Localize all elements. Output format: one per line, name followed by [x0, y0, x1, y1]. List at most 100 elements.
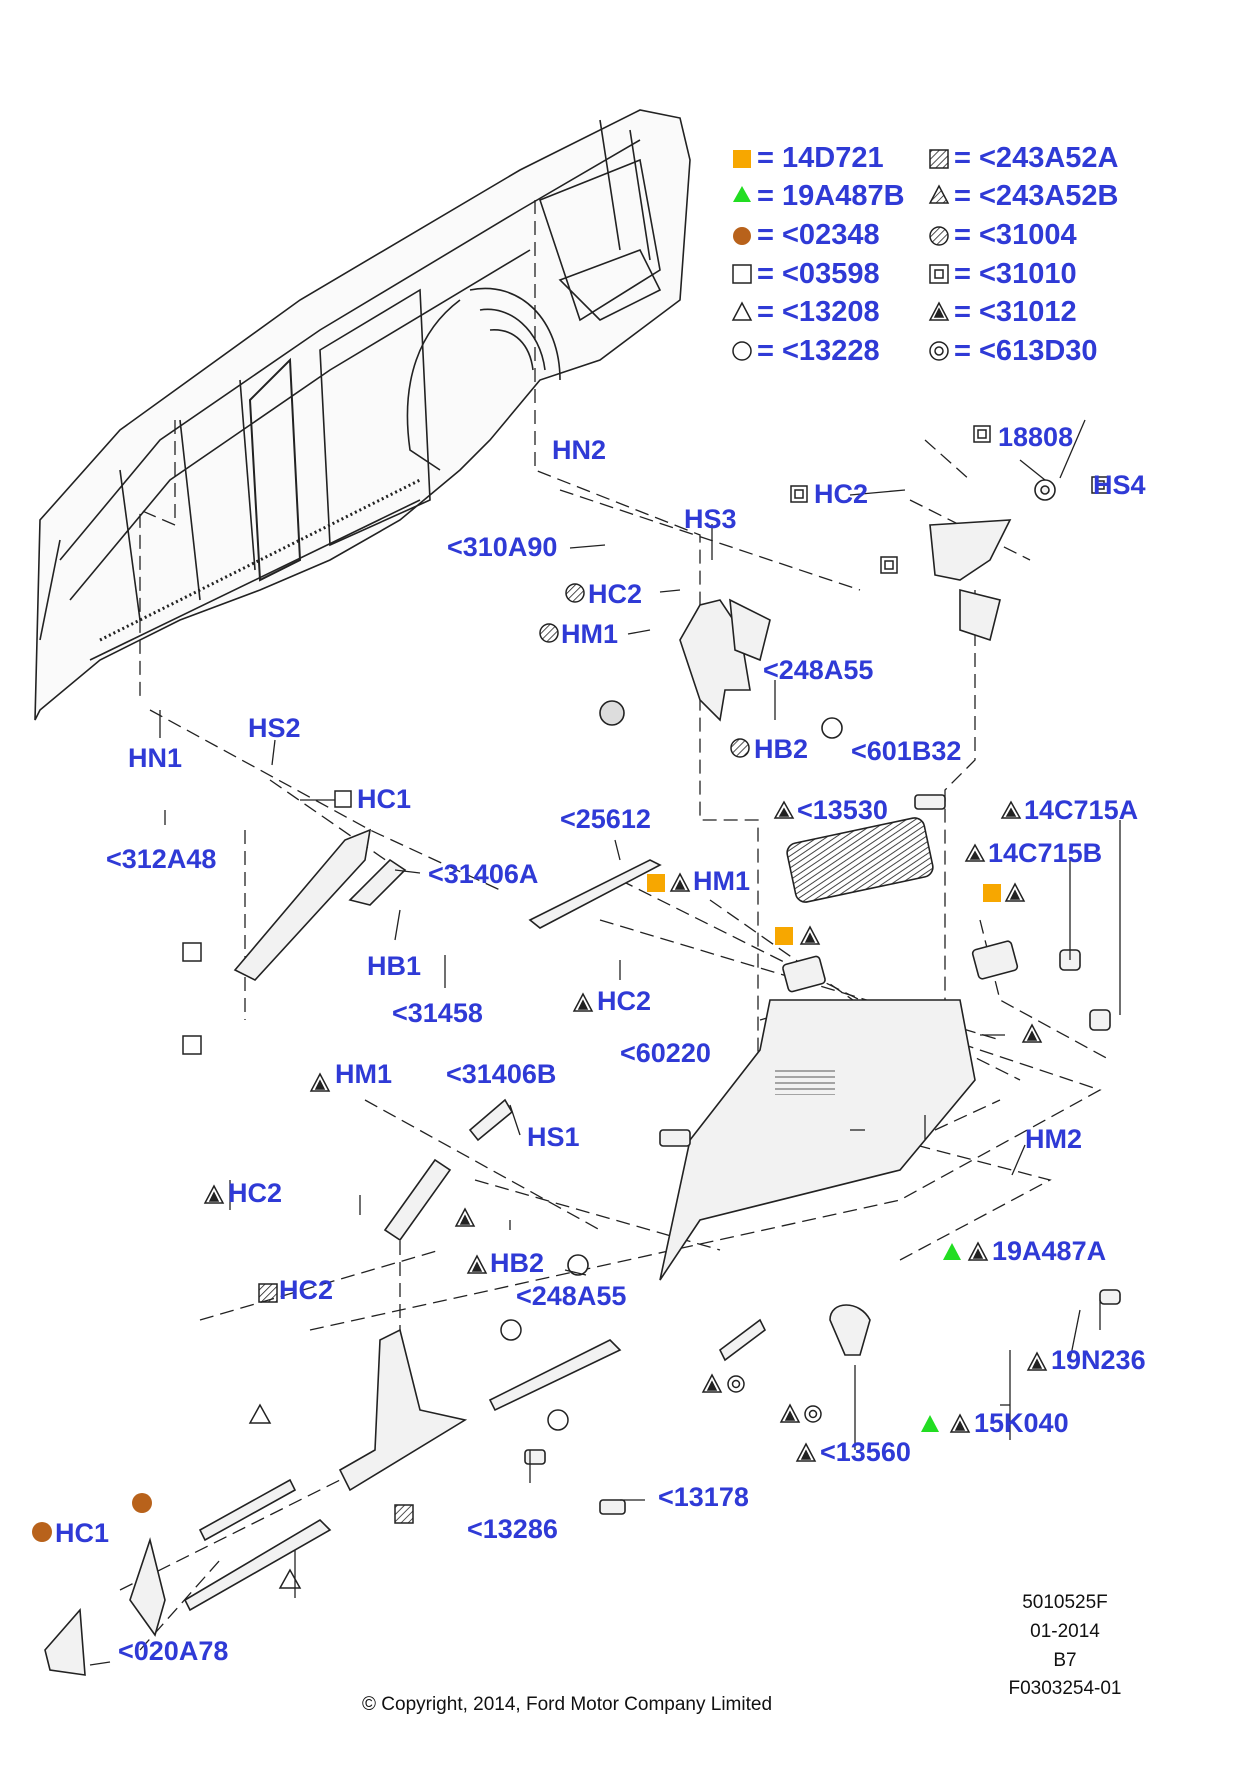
callout-HN2: HN2	[552, 435, 607, 465]
legend-eq-6: =	[757, 335, 774, 367]
grab-handle-a	[348, 858, 407, 906]
legend-text-03598: <03598	[782, 258, 880, 290]
legend-eq-5: =	[757, 296, 774, 328]
legend-text-02348: <02348	[782, 219, 880, 251]
legend-text-613D30: <613D30	[979, 335, 1098, 367]
legend-text-31004: <31004	[979, 219, 1077, 251]
callout-14C715A: 14C715A	[1024, 795, 1139, 825]
callout-HS3: HS3	[684, 504, 737, 534]
cup-holder	[829, 1304, 871, 1356]
callout-19N236: 19N236	[1051, 1345, 1146, 1375]
callout-19A487A: 19A487A	[992, 1236, 1107, 1266]
callout-31406A: <31406A	[428, 859, 539, 889]
legend-text-31012: <31012	[979, 296, 1077, 328]
callout-31406B: <31406B	[446, 1059, 557, 1089]
callout-248A55-b: <248A55	[516, 1281, 627, 1311]
pillar-lower-trim	[338, 1328, 468, 1492]
legend-text-13228: <13228	[782, 335, 880, 367]
scuff-plate-mid	[183, 1518, 332, 1612]
legend-eq-4: =	[757, 258, 774, 290]
doc-date: 01-2014	[1030, 1621, 1100, 1642]
c-pillar-trim	[383, 1158, 452, 1242]
doc-revision: B7	[1053, 1650, 1077, 1671]
callout-HC1-b: HC1	[55, 1518, 110, 1548]
doc-code: 5010525F	[1022, 1592, 1108, 1613]
legend-eq-1: =	[757, 142, 774, 174]
legend-hatched-circle-icon	[929, 226, 949, 246]
callout-HC2-d: HC2	[228, 1178, 283, 1208]
callout-60220: <60220	[620, 1038, 711, 1068]
legend-hatched-triangle-icon	[928, 184, 950, 204]
callout-31458: <31458	[392, 998, 483, 1028]
legend-eq-12: =	[954, 335, 971, 367]
legend-hatched-square-icon	[929, 149, 949, 169]
callout-HS4: HS4	[1093, 470, 1146, 500]
callout-HM1-a: HM1	[561, 619, 619, 649]
callout-HM1-b: HM1	[693, 866, 751, 896]
kick-panel	[44, 1608, 86, 1676]
lamp-bracket	[929, 519, 1012, 581]
legend-text-13208: <13208	[782, 296, 880, 328]
callout-14C715B: 14C715B	[988, 838, 1103, 868]
callout-312A48: <312A48	[106, 844, 217, 874]
callout-248A55-a: <248A55	[763, 655, 874, 685]
callout-HN1: HN1	[128, 743, 183, 773]
callout-HB2-a: HB2	[754, 734, 809, 764]
callout-HS2: HS2	[248, 713, 301, 743]
callout-18808: 18808	[998, 422, 1074, 452]
callout-HC2-c: HC2	[597, 986, 652, 1016]
callout-310A90: <310A90	[447, 532, 558, 562]
callout-601B32: <601B32	[851, 736, 962, 766]
legend-open-circle-icon	[732, 341, 752, 361]
trim-parts	[44, 479, 1121, 1676]
floor-grille	[786, 817, 934, 903]
legend-orange-square-icon	[733, 150, 751, 168]
legend-open-triangle-icon	[731, 301, 753, 321]
scuff-plate-rear	[488, 1339, 622, 1412]
callout-HB1: HB1	[367, 951, 422, 981]
legend-text-14D721: 14D721	[782, 142, 884, 174]
trim-strip	[528, 859, 662, 929]
legend-eq-3: =	[757, 219, 774, 251]
b-pillar-trim	[233, 828, 372, 981]
cowl-trim	[129, 1537, 166, 1637]
legend-eq-10: =	[954, 258, 971, 290]
callout-HC2-e: HC2	[279, 1275, 334, 1305]
legend-text-243A52B: <243A52B	[979, 180, 1119, 212]
body-side-panel	[34, 109, 691, 721]
switch-plate	[971, 940, 1019, 980]
callout-HB2-b: HB2	[490, 1248, 545, 1278]
callout-13530: <13530	[797, 795, 888, 825]
legend-eq-9: =	[954, 219, 971, 251]
legend-open-square-icon	[732, 264, 752, 284]
legend-eq-7: =	[954, 142, 971, 174]
grab-handle-b	[468, 1098, 514, 1142]
legend-text-31010: <31010	[979, 258, 1077, 290]
callout-13178: <13178	[658, 1482, 749, 1512]
callout-15K040: 15K040	[974, 1408, 1069, 1438]
callout-HM1-c: HM1	[335, 1059, 393, 1089]
doc-reference: F0303254-01	[1008, 1678, 1122, 1699]
callout-HC2-b: HC2	[814, 479, 869, 509]
legend-text-19A487B: 19A487B	[782, 180, 905, 212]
callout-HM2: HM2	[1025, 1124, 1083, 1154]
legend-green-triangle-icon	[733, 186, 751, 202]
scuff-plate-front	[198, 1478, 297, 1542]
callout-HS1: HS1	[527, 1122, 580, 1152]
callout-leaders	[89, 419, 1121, 1666]
callout-020A78: <020A78	[118, 1636, 229, 1666]
legend-brown-circle-icon	[733, 227, 751, 245]
callout-13560: <13560	[820, 1437, 911, 1467]
callout-symbols	[32, 149, 1109, 1589]
legend-eq-2: =	[757, 180, 774, 212]
callout-25612: <25612	[560, 804, 651, 834]
legend-eq-11: =	[954, 296, 971, 328]
callout-HC1-a: HC1	[357, 784, 412, 814]
callout-13286: <13286	[467, 1514, 558, 1544]
callout-HC2-a: HC2	[588, 579, 643, 609]
legend-eq-8: =	[954, 180, 971, 212]
quarter-lower-trim	[659, 999, 976, 1281]
legend-text-243A52A: <243A52A	[979, 142, 1119, 174]
copyright-notice: © Copyright, 2014, Ford Motor Company Li…	[362, 1694, 773, 1715]
